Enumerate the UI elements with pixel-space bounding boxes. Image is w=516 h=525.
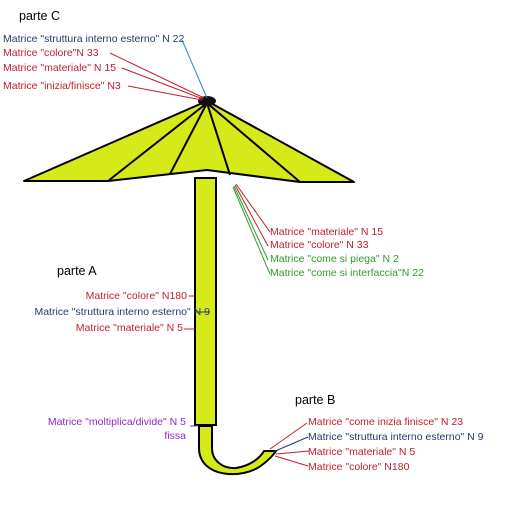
parte-c-inizia-finisce-label: Matrice "inizia/finisce" N3 bbox=[3, 80, 121, 92]
canopy-come-si-interfaccia-label: Matrice "come si interfaccia"N 22 bbox=[270, 267, 424, 279]
parte-a-materiale-label: Matrice "materiale" N 5 bbox=[75, 322, 183, 334]
joint-fissa-label: fissa bbox=[164, 430, 186, 442]
canopy-come-si-piega-label: Matrice "come si piega" N 2 bbox=[270, 253, 399, 265]
parte-b-colore-label: Matrice "colore" N180 bbox=[308, 461, 410, 473]
leaders-parte-a bbox=[184, 295, 210, 330]
leaders-parte-c bbox=[109, 39, 208, 101]
handle-hook bbox=[198, 425, 278, 476]
parte-b-struttura-label: Matrice "struttura interno esterno" N 9 bbox=[308, 431, 484, 443]
canopy-materiale-label: Matrice "materiale" N 15 bbox=[270, 226, 384, 238]
canopy-ribs bbox=[107, 102, 301, 183]
parte-a-colore-label: Matrice "colore" N180 bbox=[85, 290, 187, 302]
parte-c-colore-label: Matrice "colore"N 33 bbox=[3, 47, 99, 59]
leaders-canopy bbox=[232, 183, 271, 275]
parte-a-title: parte A bbox=[57, 264, 97, 278]
parte-c-title: parte C bbox=[19, 9, 60, 23]
umbrella-shaft bbox=[194, 177, 217, 426]
parte-a-struttura-label: Matrice "struttura interno esterno" N 9 bbox=[34, 306, 210, 318]
parte-b-come-inizia-label: Matrice "come inizia finisce" N 23 bbox=[308, 416, 464, 428]
joint-moltiplica-divide-label: Matrice "moltiplica/divide" N 5 bbox=[47, 416, 186, 428]
parte-b-materiale-label: Matrice "materiale" N 5 bbox=[308, 446, 416, 458]
parte-c-struttura-label: Matrice "struttura interno esterno" N 22 bbox=[3, 33, 185, 45]
parte-c-materiale-label: Matrice "materiale" N 15 bbox=[3, 62, 117, 74]
umbrella-canopy bbox=[23, 100, 355, 183]
leaders-parte-b bbox=[269, 422, 310, 467]
parte-b-title: parte B bbox=[295, 393, 336, 407]
canopy-colore-label: Matrice "colore" N 33 bbox=[270, 239, 369, 251]
